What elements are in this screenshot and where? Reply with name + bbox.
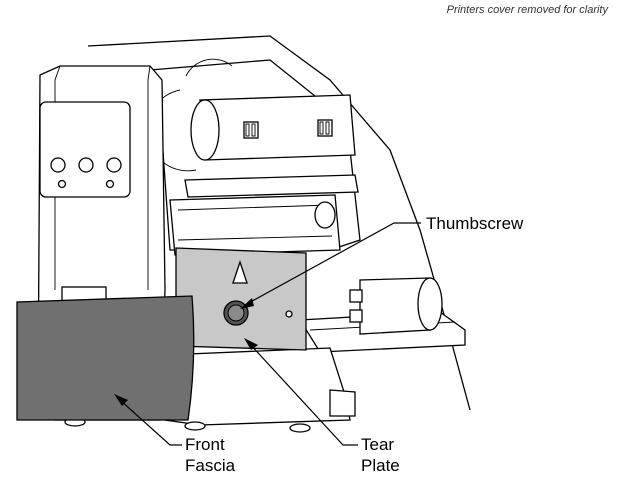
leader-lines: [114, 222, 421, 446]
front-fascia-label-line2: Fascia: [185, 456, 236, 475]
thumbscrew: [223, 300, 249, 326]
printhead-assembly: [169, 174, 359, 256]
tear-plate-label-line2: Plate: [361, 456, 400, 475]
front-fascia: [16, 295, 195, 421]
tear-plate: [175, 247, 307, 351]
thumbscrew-label: Thumbscrew: [426, 214, 524, 233]
tear-plate-label-line1: Tear: [361, 435, 395, 454]
caption: Printers cover removed for clarity: [446, 4, 608, 16]
media-roll: [349, 277, 443, 335]
ribbon-spindle: [146, 58, 356, 172]
front-fascia-label-line1: Front: [185, 435, 225, 454]
